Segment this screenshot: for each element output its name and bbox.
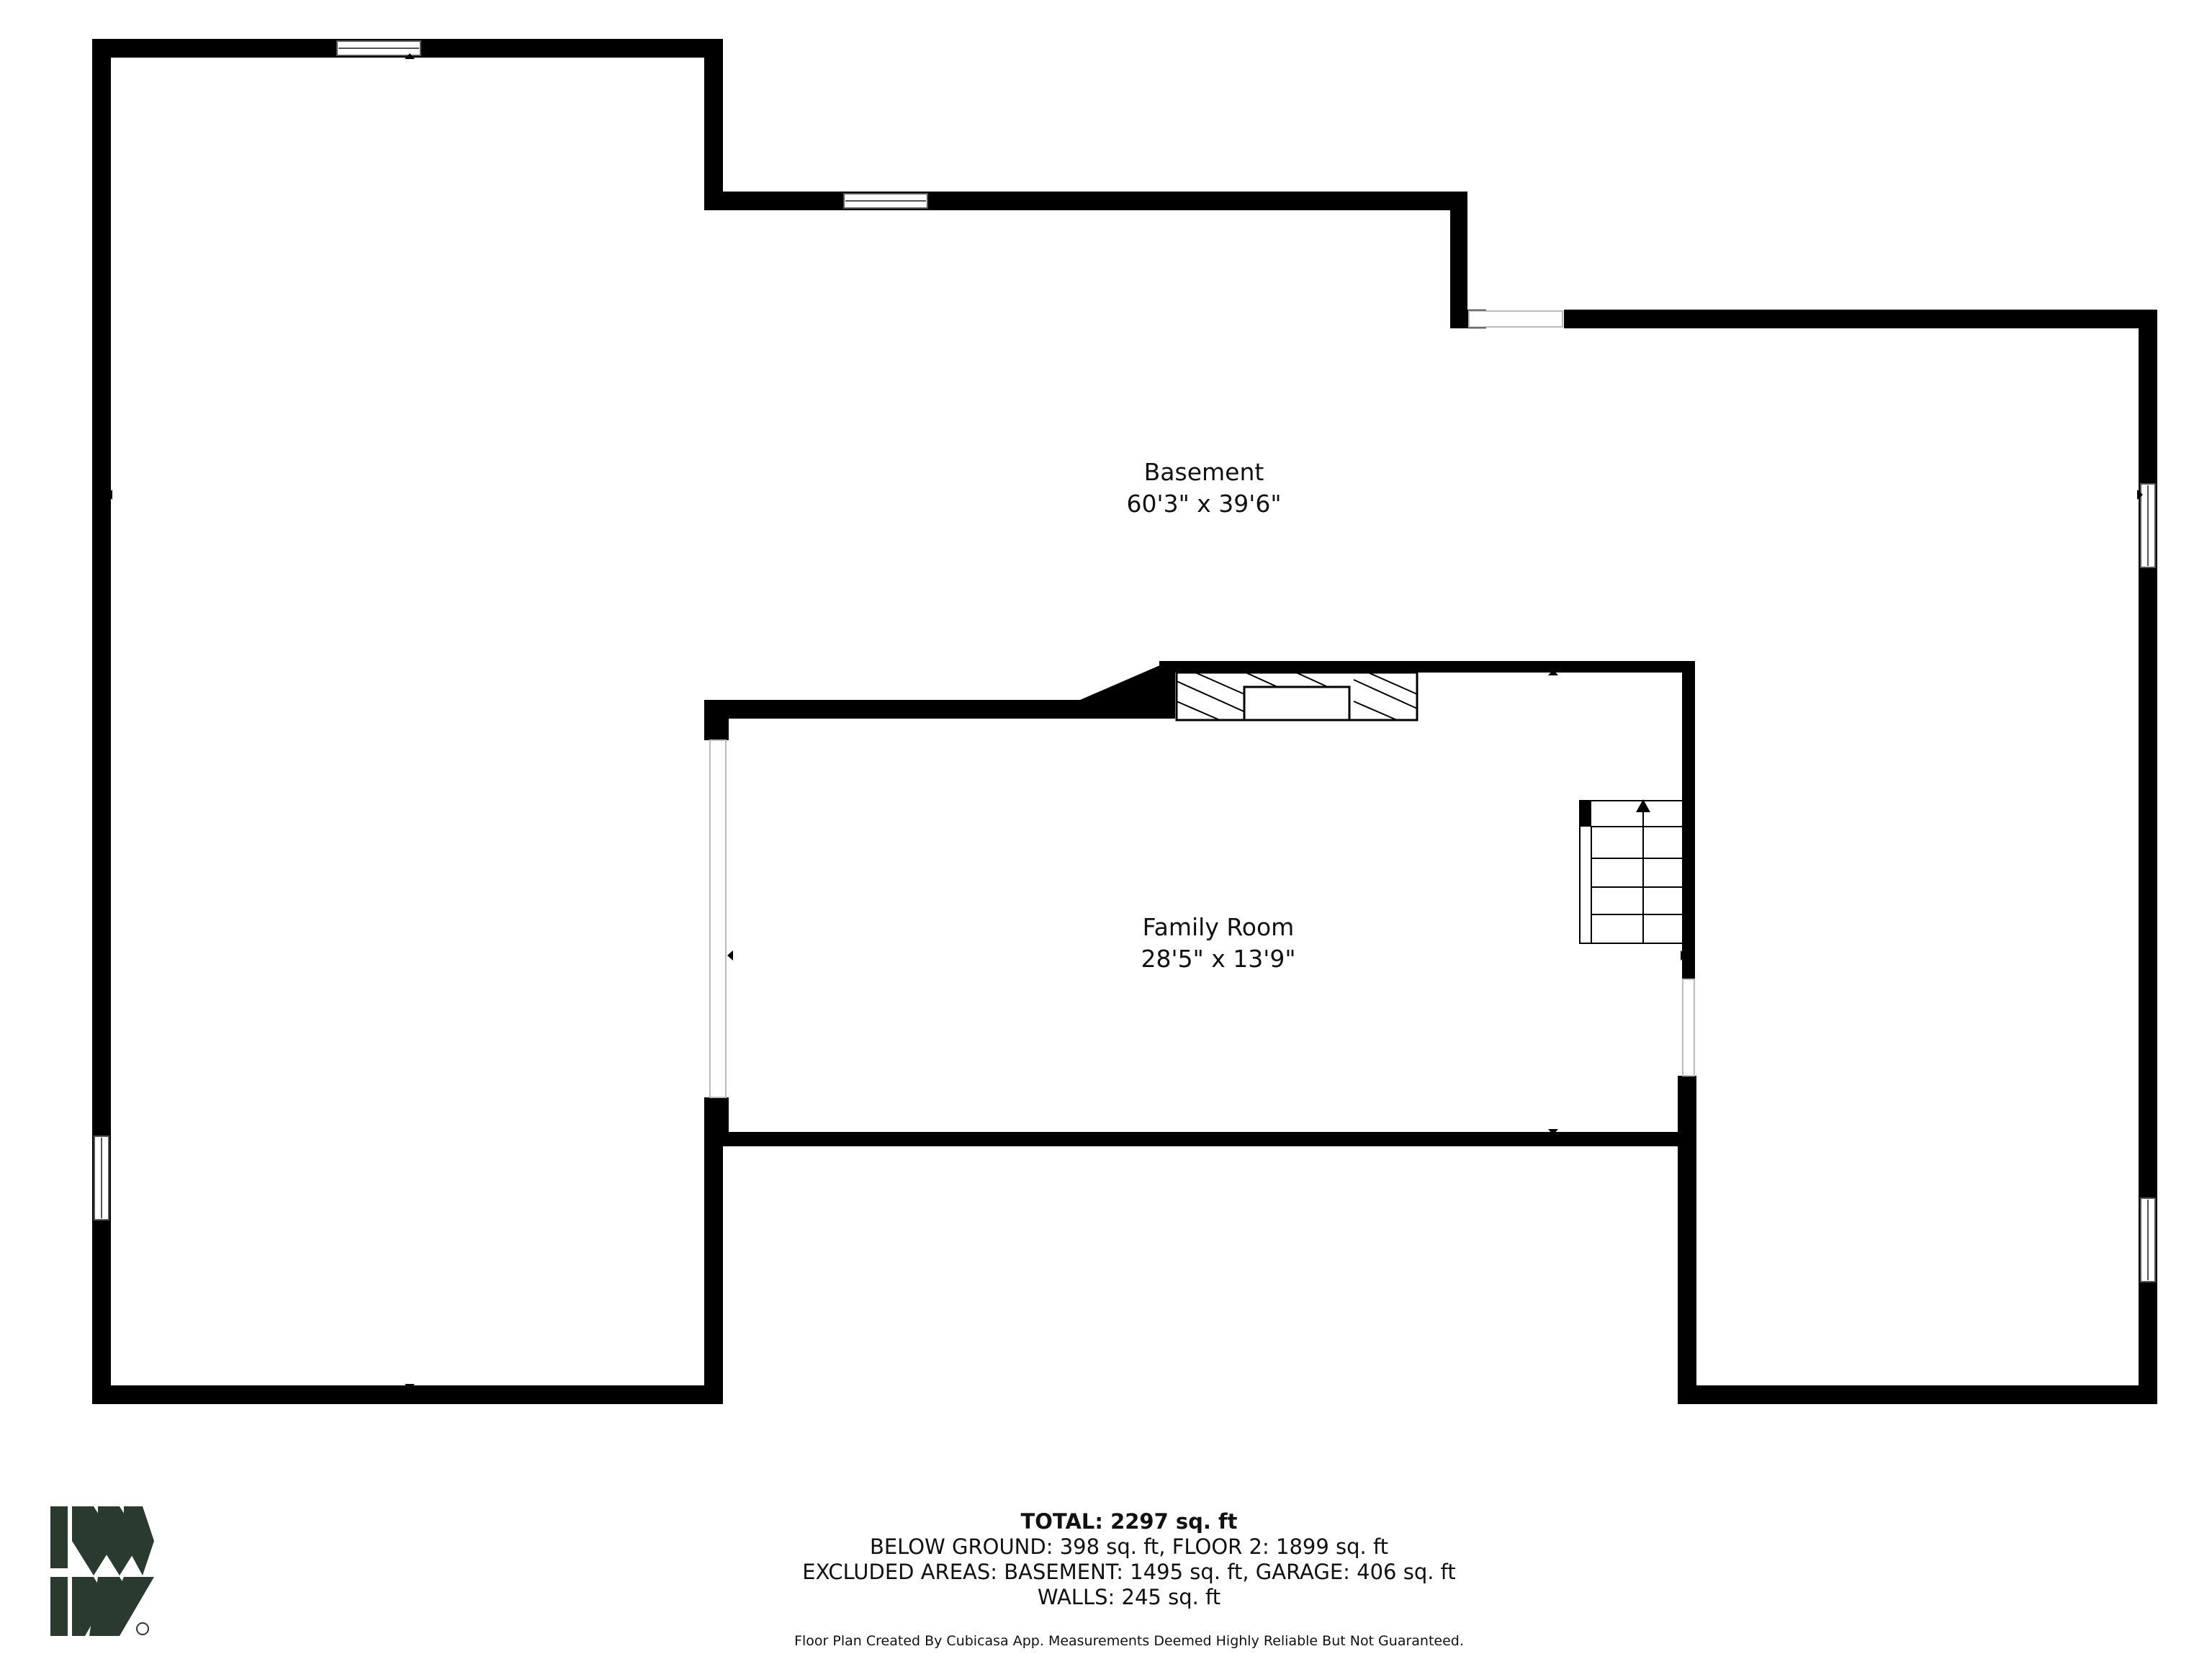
room-name: Basement xyxy=(1143,458,1264,486)
disclaimer: Floor Plan Created By Cubicasa App. Meas… xyxy=(794,1633,1464,1649)
walls-area-line: WALLS: 245 sq. ft xyxy=(1037,1585,1221,1609)
excluded-areas-line: EXCLUDED AREAS: BASEMENT: 1495 sq. ft, G… xyxy=(802,1560,1456,1584)
room-dimensions: 60'3" x 39'6" xyxy=(1126,490,1282,518)
family-room-walls xyxy=(704,661,1695,1146)
fireplace xyxy=(1175,671,1419,721)
openings xyxy=(709,310,1695,1098)
outer-walls xyxy=(92,39,2157,1404)
cubicasa-logo xyxy=(50,1506,154,1636)
total-area: TOTAL: 2297 sq. ft xyxy=(1020,1509,1238,1534)
room-label-basement: Basement 60'3" x 39'6" xyxy=(1127,457,1282,520)
area-breakdown-line: BELOW GROUND: 398 sq. ft, FLOOR 2: 1899 … xyxy=(869,1534,1389,1559)
area-summary: TOTAL: 2297 sq. ft BELOW GROUND: 398 sq.… xyxy=(802,1509,1456,1610)
measurement-markers xyxy=(107,53,2143,1390)
room-dimensions: 28'5" x 13'9" xyxy=(1141,945,1296,973)
windows xyxy=(94,40,2156,1282)
stairs-up-arrow xyxy=(1636,799,1650,812)
room-label-family-room: Family Room 28'5" x 13'9" xyxy=(1141,912,1296,975)
stairs xyxy=(1579,799,1686,944)
room-name: Family Room xyxy=(1142,913,1295,941)
